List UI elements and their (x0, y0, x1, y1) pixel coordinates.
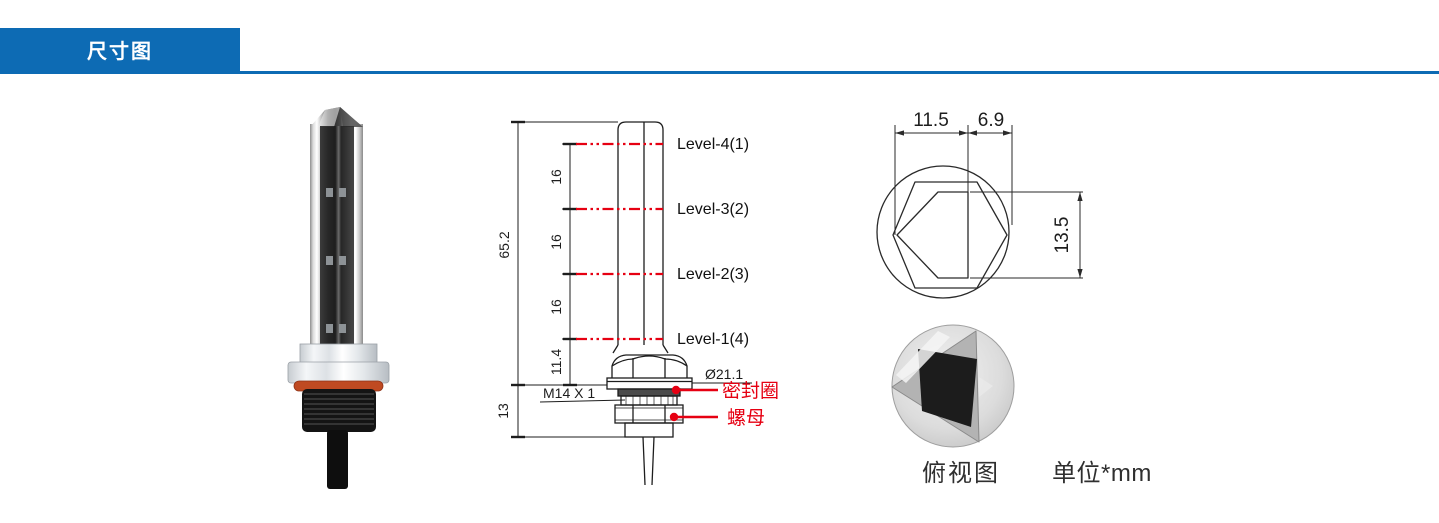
clear-flange (287, 361, 390, 384)
cable-outline (642, 436, 655, 486)
dim-flange-diameter: Ø21.1 (705, 366, 743, 382)
hex-outline (892, 181, 1008, 289)
tube-outline (617, 121, 664, 345)
tube-tip-light-facet (318, 107, 340, 127)
flange-circle (876, 165, 1010, 299)
top-view-dimension-drawing: 11.5 6.9 13.5 (876, 110, 1083, 299)
seal-ring-label: 密封圈 (722, 380, 779, 402)
dim-top-width-right: 6.9 (978, 110, 1004, 131)
dim-thread-spec: M14 X 1 (543, 385, 595, 401)
prism-outline (896, 191, 969, 279)
product-photo-top (891, 324, 1015, 448)
seal-ring-band (617, 388, 681, 397)
sensor-outline (606, 121, 693, 486)
dim-segment-3: 16 (548, 299, 564, 315)
dim-top-height: 13.5 (1052, 217, 1073, 254)
nut-callout-dot (669, 412, 679, 422)
dim-lowest-offset: 11.4 (548, 349, 564, 375)
cable (327, 430, 348, 489)
sensor-tube-photo (287, 107, 390, 489)
level-4-label: Level-4(1) (677, 136, 749, 153)
nut-label: 螺母 (727, 407, 765, 429)
top-view-dim-arrows (895, 130, 1083, 278)
side-dimension-drawing: 密封圈 螺母 65.2 16 16 16 11.4 13 M14 X 1 Ø21… (495, 120, 779, 486)
callout-seal-ring: 密封圈 (671, 380, 779, 402)
dim-top-width-left: 11.5 (913, 110, 949, 131)
thread-ribs (304, 393, 374, 425)
level-3-label: Level-3(2) (677, 201, 749, 218)
product-photo-side (287, 107, 390, 489)
tube-inner-core (320, 126, 354, 348)
dim-thread-length: 13 (495, 403, 511, 419)
seal-ring-callout-dot (671, 385, 681, 395)
callout-nut: 螺母 (669, 407, 765, 429)
sensor-windows (326, 188, 346, 333)
top-view-dim-lines (894, 125, 1083, 279)
section-title: 尺寸图 (87, 41, 153, 63)
prism-right-notch (979, 377, 993, 397)
section-banner: 尺寸图 (0, 28, 240, 71)
dim-segment-2: 16 (548, 234, 564, 250)
top-view-caption: 俯视图 (922, 460, 1000, 487)
top-view-outline (876, 165, 1010, 299)
header-divider-rule (0, 71, 1439, 74)
dimension-ticks (511, 120, 577, 439)
dim-segment-1: 16 (548, 169, 564, 185)
level-marker-lines (576, 142, 663, 341)
level-1-label: Level-1(4) (677, 331, 749, 348)
level-2-label: Level-2(3) (677, 266, 749, 283)
prism-highlight (896, 331, 950, 383)
thread-band (620, 395, 678, 406)
unit-note: 单位*mm (1052, 460, 1152, 487)
dim-overall-height: 65.2 (496, 231, 512, 258)
threaded-section (302, 389, 376, 432)
collar-outline (624, 422, 674, 438)
prism-dark-face (918, 349, 977, 427)
tube-tip-dark-facet (340, 107, 363, 127)
hex-head-outline (611, 354, 688, 378)
